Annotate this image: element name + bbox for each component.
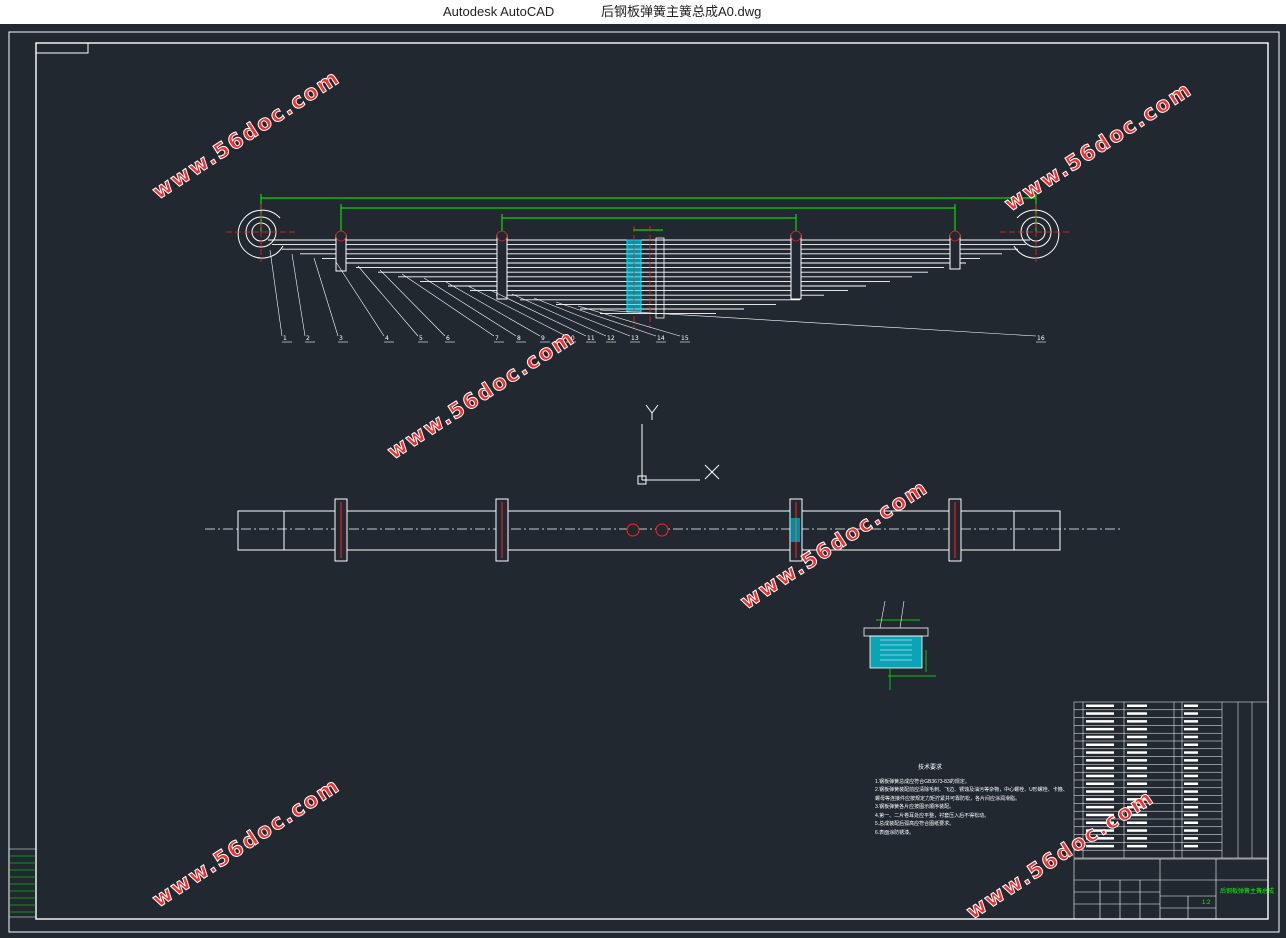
note-line: 螺母等连接件应按规定力矩拧紧并可靠防松，各片间应涂润滑脂。 bbox=[875, 795, 1021, 802]
document-title: 后钢板弹簧主簧总成A0.dwg bbox=[601, 4, 762, 19]
leader-line bbox=[489, 289, 587, 337]
note-line: 3.钢板弹簧各片应按图示顺序装配。 bbox=[875, 804, 955, 810]
part-balloon: 13 bbox=[631, 335, 639, 342]
part-balloon: 11 bbox=[587, 335, 595, 342]
leader-line bbox=[533, 297, 631, 337]
part-balloon: 6 bbox=[446, 335, 450, 342]
leader-line bbox=[445, 281, 541, 337]
note-line: 5.总成装配后弧高应符合图纸要求。 bbox=[875, 821, 955, 827]
part-balloon: 15 bbox=[681, 335, 689, 342]
leader-line bbox=[467, 285, 567, 337]
title-block-name: 后钢板弹簧主簧总成 bbox=[1220, 889, 1275, 895]
part-balloon: 2 bbox=[306, 335, 310, 342]
part-balloon: 16 bbox=[1037, 335, 1045, 342]
part-balloon: 10 bbox=[567, 335, 575, 342]
leader-line bbox=[357, 265, 419, 337]
leader-line bbox=[335, 261, 385, 337]
drawing-scale: 1:2 bbox=[1202, 900, 1211, 906]
title-bar: Autodesk AutoCAD 后钢板弹簧主簧总成A0.dwg bbox=[0, 0, 1286, 24]
leader-line bbox=[555, 301, 657, 337]
part-balloon: 7 bbox=[495, 335, 499, 342]
leader-line bbox=[577, 305, 681, 337]
note-line: 6.表面涂防锈漆。 bbox=[875, 829, 915, 836]
title-block bbox=[1073, 858, 1269, 920]
technical-notes: 技术要求 1.钢板弹簧总成应符合GB3673-83的规定。 2.钢板弹簧装配前应… bbox=[875, 764, 1075, 837]
detail-view bbox=[863, 600, 936, 690]
leader-line bbox=[599, 309, 1037, 337]
leader-line bbox=[313, 257, 339, 337]
leader-line bbox=[423, 277, 517, 337]
corner-block bbox=[36, 43, 89, 54]
notes-title: 技术要求 bbox=[917, 765, 942, 771]
note-line: 1.钢板弹簧总成应符合GB3673-83的规定。 bbox=[875, 778, 970, 785]
leader-line bbox=[291, 253, 306, 337]
leader-line bbox=[269, 249, 283, 337]
part-balloon: 14 bbox=[657, 335, 665, 342]
outer-border bbox=[8, 31, 1280, 933]
leader-line bbox=[379, 269, 446, 337]
ucs-icon bbox=[637, 404, 720, 485]
note-line: 2.钢板弹簧装配前应清除毛刺、飞边、锈蚀及油污等杂物，中心螺栓、U形螺栓、卡箍、 bbox=[875, 787, 1068, 793]
note-line: 4.第一、二片卷耳处应平整，衬套压入后不得松动。 bbox=[875, 812, 990, 819]
part-balloon: 1 bbox=[283, 335, 287, 342]
part-balloon: 12 bbox=[607, 335, 615, 342]
part-balloon: 9 bbox=[541, 335, 545, 342]
leader-line bbox=[511, 293, 607, 337]
revision-table bbox=[8, 848, 37, 918]
parts-list bbox=[1073, 701, 1269, 859]
app-name: Autodesk AutoCAD bbox=[443, 4, 555, 19]
leaf-spring-top-view bbox=[205, 498, 1122, 562]
part-balloon: 8 bbox=[517, 335, 521, 342]
part-balloon: 5 bbox=[419, 335, 423, 342]
inner-border bbox=[35, 42, 1269, 920]
leader-line bbox=[401, 273, 495, 337]
part-balloon: 3 bbox=[339, 335, 343, 342]
part-balloon: 4 bbox=[385, 335, 389, 342]
